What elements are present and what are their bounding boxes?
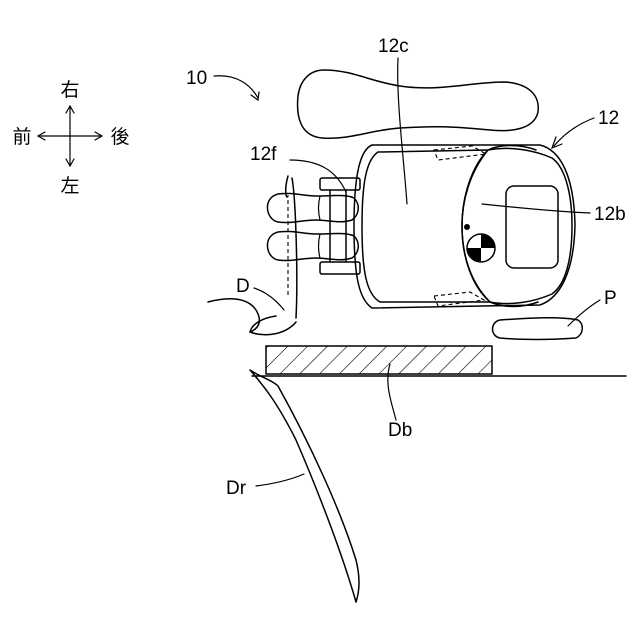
label-Db: Db xyxy=(388,420,412,441)
seat-rail-left xyxy=(320,262,360,274)
occupant-feet xyxy=(267,176,358,318)
label-D: D xyxy=(236,276,250,297)
door-rim xyxy=(250,370,359,602)
pad-p xyxy=(493,318,583,340)
center-of-gravity-mark xyxy=(467,234,495,262)
foot-left xyxy=(267,231,358,260)
direction-right-label: 右 xyxy=(60,79,79,101)
label-12f: 12f xyxy=(250,144,277,165)
top-pad xyxy=(298,70,539,138)
label-12: 12 xyxy=(598,108,619,129)
leader-Dr xyxy=(256,474,304,486)
leader-12f xyxy=(290,160,346,192)
label-12c: 12c xyxy=(378,36,409,57)
label-12b: 12b xyxy=(594,204,626,225)
foot-right xyxy=(267,193,358,222)
bolster-left xyxy=(434,292,484,306)
door-body xyxy=(252,346,626,376)
bolster-right xyxy=(434,146,486,160)
label-Dr: Dr xyxy=(226,478,247,499)
door-d xyxy=(208,299,296,335)
leader-12c xyxy=(398,58,407,204)
direction-indicator: 右 左 前 後 xyxy=(12,79,129,197)
label-10: 10 xyxy=(186,68,207,89)
direction-left-label: 左 xyxy=(60,175,79,197)
direction-front-label: 前 xyxy=(12,126,31,148)
headrest xyxy=(506,186,558,268)
seat-cushion xyxy=(362,150,490,302)
label-P: P xyxy=(604,288,617,309)
direction-rear-label: 後 xyxy=(110,126,129,148)
seat-back xyxy=(462,148,572,303)
leader-P xyxy=(568,300,600,326)
seat-rail-right xyxy=(320,178,360,190)
leader-D xyxy=(254,288,284,310)
seat-assembly xyxy=(320,145,575,308)
leader-12 xyxy=(554,118,594,146)
